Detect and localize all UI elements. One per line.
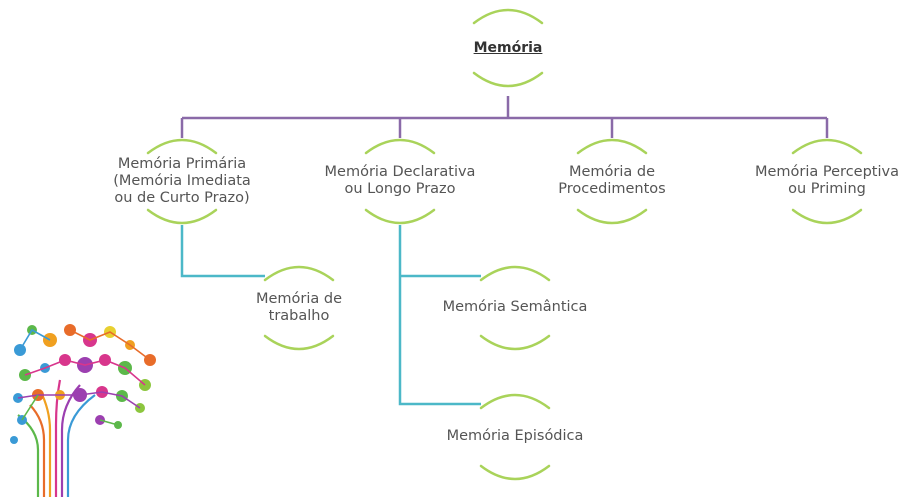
sub-2-top-arc: [479, 265, 551, 282]
sub-2-bottom-arc: [479, 334, 551, 351]
node-line: Memória de: [568, 164, 656, 180]
node-line: ou Priming: [788, 181, 866, 197]
node-line: Memória Semântica: [442, 299, 588, 315]
node-line: trabalho: [268, 308, 330, 324]
root-top-arc: [472, 8, 544, 25]
node-memoria-primaria: Memória Primária (Memória Imediata ou de…: [102, 156, 262, 207]
child-2-arcs: [364, 138, 436, 225]
sub-1-top-arc: [263, 265, 335, 282]
root-node-label: Memória: [473, 40, 543, 56]
node-line: (Memória Imediata: [113, 173, 251, 189]
sub-3-top-arc: [479, 393, 551, 410]
child-1-top-arc: [146, 138, 218, 155]
node-line: Procedimentos: [558, 181, 666, 197]
child-4-arcs: [791, 138, 863, 225]
node-line: Memória Primária: [117, 156, 247, 172]
sub-1-bottom-arc: [263, 334, 335, 351]
sub-1-arcs: [263, 265, 335, 351]
child-3-bottom-arc: [576, 208, 648, 225]
child-1-bottom-arc: [146, 208, 218, 225]
root-node-arcs: [472, 8, 544, 88]
node-memoria-procedimentos: Memória de Procedimentos: [532, 164, 692, 198]
node-line: Memória Episódica: [446, 428, 584, 444]
hierarchy-connectors: [180, 96, 829, 406]
node-line: Memória Perceptiva: [755, 164, 899, 180]
node-memoria-episodica: Memória Episódica: [425, 428, 605, 445]
brain-tree-logo: [10, 324, 156, 497]
sub-3-arcs: [479, 393, 551, 481]
node-line: ou Longo Prazo: [344, 181, 456, 197]
child-3-top-arc: [576, 138, 648, 155]
child-4-top-arc: [791, 138, 863, 155]
sub-2-arcs: [479, 265, 551, 351]
node-line: ou de Curto Prazo): [114, 190, 250, 206]
node-memoria-declarativa: Memória Declarativa ou Longo Prazo: [310, 164, 490, 198]
sub-3-bottom-arc: [479, 464, 551, 481]
node-line: Memória de: [255, 291, 343, 307]
node-arcs: [146, 8, 863, 481]
node-memoria-trabalho: Memória de trabalho: [239, 291, 359, 325]
child-2-top-arc: [364, 138, 436, 155]
node-line: Memória Declarativa: [324, 164, 476, 180]
child-3-arcs: [576, 138, 648, 225]
node-memoria-semantica: Memória Semântica: [425, 299, 605, 316]
child-4-bottom-arc: [791, 208, 863, 225]
child-2-bottom-arc: [364, 208, 436, 225]
node-memoria-perceptiva: Memória Perceptiva ou Priming: [745, 164, 909, 198]
root-bottom-arc: [472, 71, 544, 88]
child-1-arcs: [146, 138, 218, 225]
sub-connector-trabalho: [180, 225, 265, 278]
sub-connector-semantica: [398, 225, 481, 406]
